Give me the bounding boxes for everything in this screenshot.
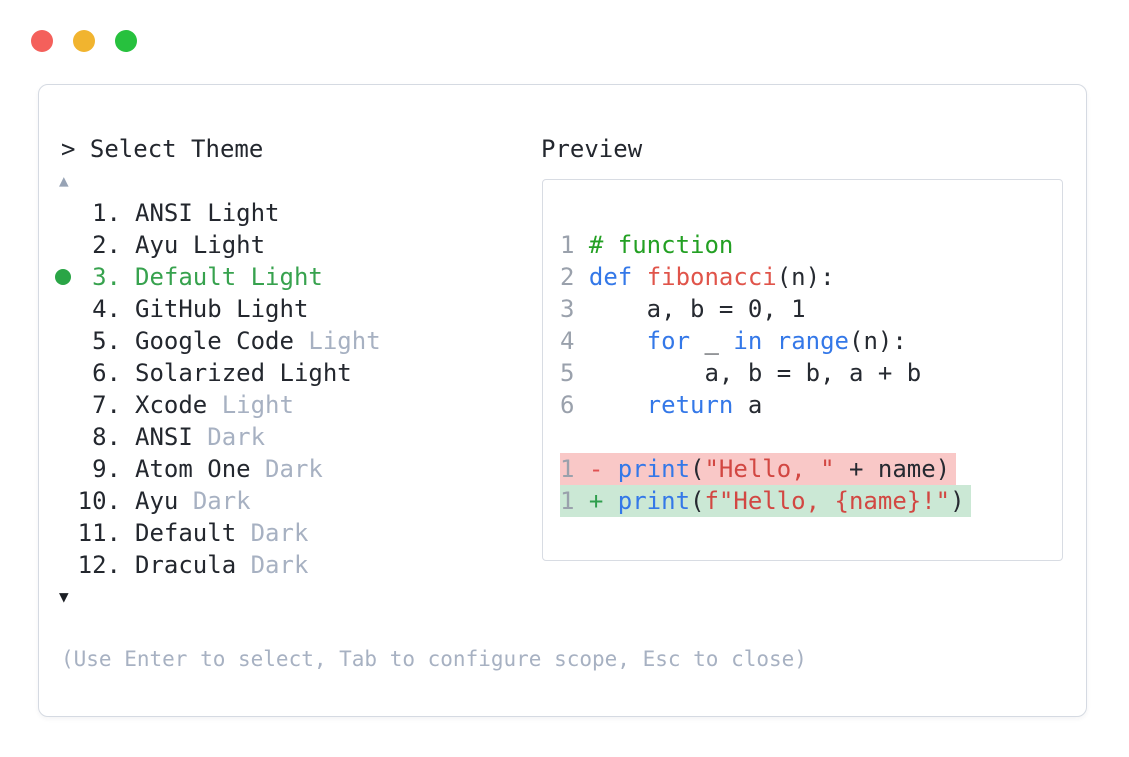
theme-item-label: Google Code Light (135, 327, 381, 355)
theme-item-number: 4. (92, 295, 121, 323)
window-controls (31, 30, 137, 52)
theme-item-label: Atom One Dark (135, 455, 323, 483)
code-line: 6 return a (560, 391, 763, 419)
selected-dot-icon (49, 269, 77, 285)
theme-item[interactable]: 8. ANSI Dark (39, 421, 519, 453)
theme-item[interactable]: 12. Dracula Dark (39, 549, 519, 581)
theme-item-number: 8. (92, 423, 121, 451)
theme-item-label: Xcode Light (135, 391, 294, 419)
theme-item[interactable]: 10. Ayu Dark (39, 485, 519, 517)
theme-item-label: Dracula Dark (135, 551, 309, 579)
theme-item-number: 6. (92, 359, 121, 387)
theme-item-label: ANSI Light (135, 199, 280, 227)
theme-item-label: Default Light (135, 263, 323, 291)
theme-item-number: 7. (92, 391, 121, 419)
code-line: 3 a, b = 0, 1 (560, 295, 806, 323)
theme-item[interactable]: 5. Google Code Light (39, 325, 519, 357)
minimize-window-button[interactable] (73, 30, 95, 52)
line-number: 1 (560, 455, 575, 483)
theme-item-label: Ayu Light (135, 231, 266, 259)
theme-item-number: 3. (92, 263, 121, 291)
theme-item-number: 5. (92, 327, 121, 355)
theme-item-label: Solarized Light (135, 359, 352, 387)
theme-item-number: 10. (77, 487, 121, 515)
keyboard-hint: (Use Enter to select, Tab to configure s… (61, 647, 807, 671)
theme-item-label: Ayu Dark (135, 487, 251, 515)
theme-item-label: Default Dark (135, 519, 309, 547)
line-number: 3 (560, 295, 575, 323)
theme-item[interactable]: 4. GitHub Light (39, 293, 519, 325)
theme-item-number: 2. (92, 231, 121, 259)
code-line-diff-removed: 1- print("Hello, " + name) (560, 453, 957, 485)
code-line: 5 a, b = b, a + b (560, 359, 922, 387)
line-number: 5 (560, 359, 575, 387)
line-number: 1 (560, 231, 575, 259)
theme-item[interactable]: 3. Default Light (39, 261, 519, 293)
theme-item[interactable]: 11. Default Dark (39, 517, 519, 549)
line-number: 6 (560, 391, 575, 419)
zoom-window-button[interactable] (115, 30, 137, 52)
theme-item-number: 11. (77, 519, 121, 547)
theme-item-label: GitHub Light (135, 295, 309, 323)
theme-selector-panel: > Select Theme Preview ▲ 1. ANSI Light 2. A… (38, 84, 1087, 717)
code-line: 4 for _ in range(n): (560, 327, 907, 355)
theme-item-number: 12. (77, 551, 121, 579)
preview-title: Preview (541, 135, 643, 163)
theme-item-label: ANSI Dark (135, 423, 266, 451)
code-line: 1# function (560, 231, 734, 259)
code-line-diff-added: 1+ print(f"Hello, {name}!") (560, 485, 971, 517)
line-number: 1 (560, 487, 575, 515)
select-theme-title: > Select Theme (61, 135, 264, 163)
close-window-button[interactable] (31, 30, 53, 52)
theme-item-number: 9. (92, 455, 121, 483)
code-line (560, 421, 589, 453)
theme-item[interactable]: 2. Ayu Light (39, 229, 519, 261)
theme-item[interactable]: 1. ANSI Light (39, 197, 519, 229)
scroll-up-icon[interactable]: ▲ (59, 171, 69, 190)
theme-item[interactable]: 7. Xcode Light (39, 389, 519, 421)
line-number: 2 (560, 263, 575, 291)
theme-item-number: 1. (92, 199, 121, 227)
theme-item[interactable]: 6. Solarized Light (39, 357, 519, 389)
line-number: 4 (560, 327, 575, 355)
scroll-down-icon[interactable]: ▼ (59, 587, 69, 606)
theme-item[interactable]: 9. Atom One Dark (39, 453, 519, 485)
